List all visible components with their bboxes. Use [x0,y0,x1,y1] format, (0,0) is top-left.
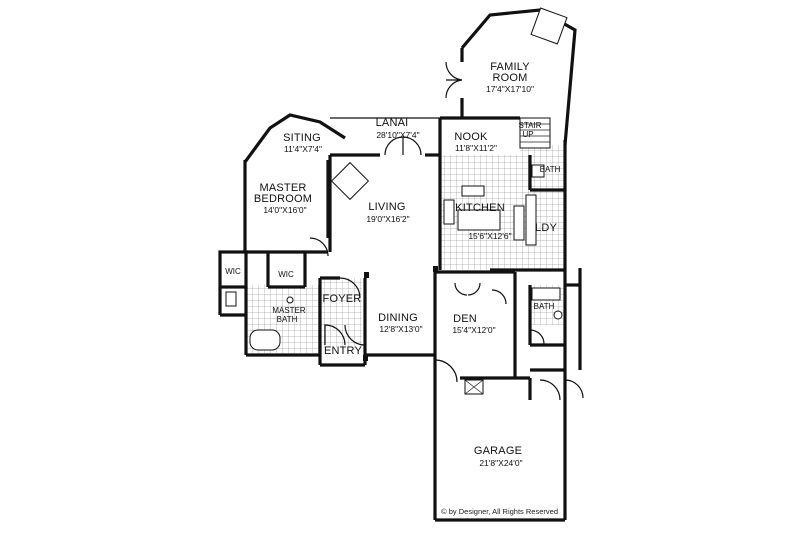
lanai-french-door [384,136,422,156]
kitchen-counter-left [443,199,455,225]
foyer-name: FOYER [323,293,362,305]
garage-side-door [539,379,561,401]
sitting-name: SITING [283,132,321,144]
walls [218,8,582,522]
master-bedroom-name-l1: MASTER [259,182,306,194]
laundry-machines [525,194,537,246]
master-door [309,237,329,257]
dining-dims: 12'8"X13'0" [379,324,422,334]
bath-door [529,329,545,345]
lower-tub [531,287,561,301]
living-name: LIVING [368,201,405,213]
garage-name: GARAGE [474,445,522,457]
wic-right-label: WIC [278,270,294,279]
column [364,272,369,278]
copyright-credit: © by Designer, All Rights Reserved [441,507,558,516]
kitchen-name: KITCHEN [455,202,505,214]
family-fireplace [530,7,568,45]
garage-dims: 21'8"X24'0" [479,458,522,468]
nook-dims: 11'8"X11'2" [455,143,497,153]
lower-bath-label: BATH [534,302,555,311]
entry-double-door [324,324,366,346]
den-dims: 15'4"X12'0" [452,325,495,335]
family-room-name-l1: FAMILY [490,61,530,73]
kitchen-counter-right [513,205,525,241]
master-sink [286,296,294,304]
foyer-closet-door [339,277,361,299]
master-toilet [225,291,237,307]
fixtures [225,7,568,395]
sitting-bay-wall [243,113,346,163]
dining-name: DINING [378,312,418,324]
entry-label: ENTRY [324,345,363,357]
kitchen-range [461,185,485,197]
exterior-door [564,379,584,399]
stair [519,117,551,149]
family-room-name-l2: ROOM [492,72,527,84]
family-room-dims: 17'4"X17'10" [486,84,534,94]
column [433,266,438,272]
master-bedroom-dims: 14'0"X16'0" [263,205,306,215]
foyer-tile [320,278,362,348]
den-name: DEN [453,313,477,325]
kitchen-dims: 15'6"X12'6" [468,231,511,241]
master-tub [249,329,281,351]
wic-left-label: WIC [225,267,241,276]
upper-toilet [531,164,545,178]
sitting-dims: 11'4"X7'4" [284,144,322,154]
kitchen-island [457,209,501,231]
lanai-dims: 28'10"X7'4" [376,130,419,140]
master-bath-label-l2: BATH [277,315,298,324]
living-fireplace [330,161,370,201]
nook-name: NOOK [454,131,488,143]
lower-toilet [553,310,563,320]
laundry-label: LDY [535,222,557,234]
garage-entry-door [434,359,458,383]
living-dims: 19'0"X16'2" [366,214,409,224]
den-door [491,289,507,305]
family-room-french-door [445,61,463,99]
upper-bath-label: BATH [540,165,561,174]
column [363,355,368,361]
stair-label: STAIR [519,121,542,130]
doors [309,61,584,401]
den-closet-door [454,282,481,296]
lanai-name: LANAI [376,117,409,129]
master-bedroom-name-l2: BEDROOM [254,193,312,205]
up-label: UP [522,130,533,139]
master-bath-label-l1: MASTER [272,306,306,315]
